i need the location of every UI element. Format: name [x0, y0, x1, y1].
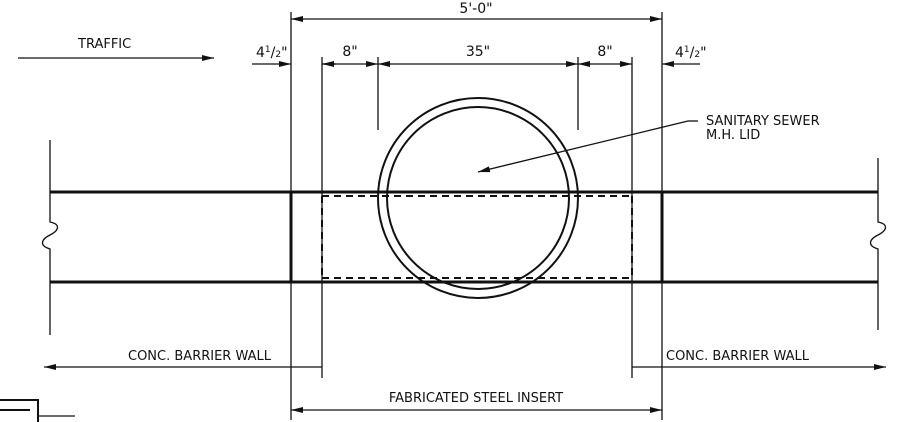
manhole-lid-outer: [377, 97, 579, 299]
title-block-fragment: [0, 399, 39, 422]
break-symbol-right: [869, 158, 887, 330]
dimension-overall-label: 5'-0": [459, 1, 492, 17]
barrier-wall-right-label: CONC. BARRIER WALL: [666, 349, 810, 364]
manhole-lid-inner: [386, 106, 570, 290]
dimension-lid-label: 35": [466, 44, 490, 60]
barrier-wall-left-label: CONC. BARRIER WALL: [128, 349, 272, 364]
dimension-left-insert-label: 8": [342, 44, 357, 60]
break-symbol-left: [41, 140, 59, 335]
insert-label: FABRICATED STEEL INSERT: [389, 391, 563, 406]
dimension-left-gap-label: 41/2": [256, 45, 288, 61]
dimension-right-insert-label: 8": [597, 44, 612, 60]
sewer-leader: [477, 120, 689, 173]
traffic-label: TRAFFIC: [77, 37, 131, 52]
sewer-label-line1: SANITARY SEWER: [706, 114, 820, 129]
dimension-right-gap-label: 41/2": [675, 45, 707, 61]
sewer-label-line2: M.H. LID: [706, 128, 760, 143]
